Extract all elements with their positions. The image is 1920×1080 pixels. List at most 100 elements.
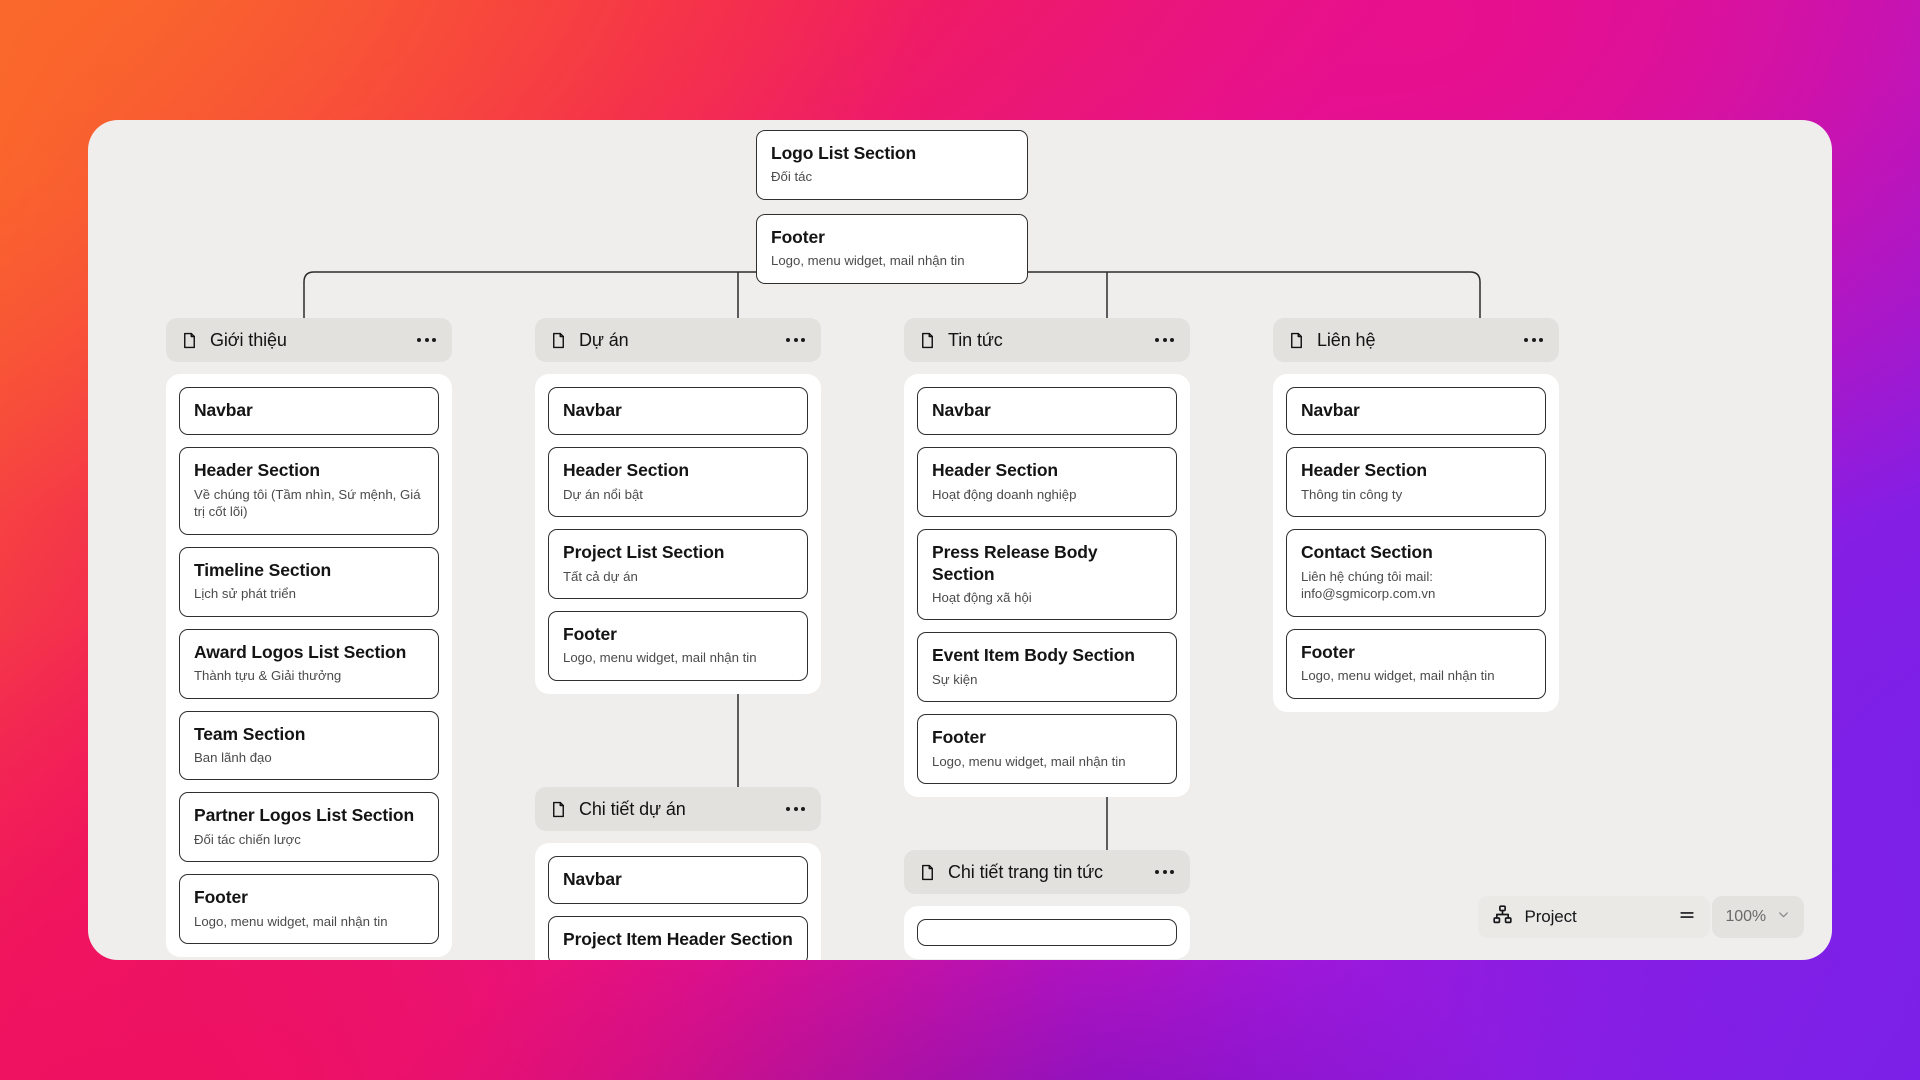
section-card-title: Timeline Section: [194, 559, 332, 580]
more-options-icon[interactable]: [785, 803, 806, 815]
page-icon: [180, 331, 199, 350]
page-group-header-3[interactable]: Tin tức: [904, 318, 1190, 362]
section-card-subtitle: Logo, menu widget, mail nhận tin: [771, 253, 965, 269]
section-card[interactable]: Navbar: [917, 387, 1177, 436]
section-card-title: Footer: [563, 624, 617, 645]
more-options-icon[interactable]: [785, 334, 806, 346]
section-card[interactable]: Navbar: [548, 387, 808, 436]
more-options-icon[interactable]: [416, 334, 437, 346]
section-card[interactable]: Navbar: [179, 387, 439, 436]
section-card-title: Project Item Header Section: [563, 929, 793, 950]
more-options-icon[interactable]: [1154, 866, 1175, 878]
more-options-icon[interactable]: [1154, 334, 1175, 346]
section-card-subtitle: Đối tác chiến lược: [194, 831, 301, 847]
page-group-header-child-3[interactable]: Chi tiết trang tin tức: [904, 850, 1190, 894]
section-card-subtitle: Logo, menu widget, mail nhận tin: [563, 650, 757, 666]
page-group-header-child-2[interactable]: Chi tiết dự án: [535, 787, 821, 831]
section-card[interactable]: Navbar: [548, 856, 808, 905]
page-group-title: Chi tiết trang tin tức: [948, 861, 1103, 882]
zoom-level-dropdown[interactable]: 100%: [1712, 896, 1804, 938]
section-card-subtitle: Logo, menu widget, mail nhận tin: [194, 913, 388, 929]
section-card-subtitle: Về chúng tôi (Tầm nhìn, Sứ mệnh, Giá trị…: [194, 486, 421, 520]
section-card-title: Header Section: [194, 460, 321, 481]
section-card-subtitle: Logo, menu widget, mail nhận tin: [932, 753, 1126, 769]
section-card-subtitle: Liên hệ chúng tôi mail: info@sgmicorp.co…: [1301, 568, 1436, 602]
section-card-subtitle: Hoạt động doanh nghiệp: [932, 486, 1077, 502]
page-group-title: Dự án: [579, 329, 629, 350]
section-card-title: Footer: [194, 887, 248, 908]
section-card-title: Navbar: [194, 400, 253, 420]
page-group-header-2[interactable]: Dự án: [535, 318, 821, 362]
section-card[interactable]: Header Section Về chúng tôi (Tầm nhìn, Sứ…: [179, 447, 439, 535]
section-card-title: Navbar: [563, 869, 622, 889]
page-icon: [1287, 331, 1306, 350]
canvas-toolbar: Project 100%: [1478, 896, 1804, 938]
section-card-title: Footer: [932, 727, 986, 748]
page-icon: [549, 331, 568, 350]
section-card-subtitle: Thông tin công ty: [1301, 486, 1403, 502]
section-card-title: Header Section: [563, 460, 690, 481]
zoom-level-label: 100%: [1725, 908, 1766, 925]
project-selector-button[interactable]: Project: [1478, 896, 1711, 938]
section-card-title: Partner Logos List Section: [194, 805, 415, 826]
section-card-title: Event Item Body Section: [932, 645, 1135, 666]
section-card-title: Header Section: [1301, 460, 1428, 481]
page-group-title: Tin tức: [948, 329, 1003, 350]
page-icon: [918, 331, 937, 350]
section-card[interactable]: Project Item Header Section: [548, 916, 808, 960]
child-page-column-body: [904, 906, 1190, 959]
equals-icon[interactable]: [1677, 905, 1697, 930]
section-card[interactable]: Navbar: [1286, 387, 1546, 436]
section-card-title: Press Release Body Section: [932, 542, 1098, 584]
page-group-header-4[interactable]: Liên hệ: [1273, 318, 1559, 362]
section-card-title: Navbar: [563, 400, 622, 420]
page-group-title: Chi tiết dự án: [579, 798, 686, 819]
page-group-header-1[interactable]: Giới thiệu: [166, 318, 452, 362]
section-card-subtitle: Lịch sử phát triển: [194, 586, 296, 602]
section-card-title: Project List Section: [563, 542, 725, 563]
section-card-subtitle: Hoạt động xã hội: [932, 589, 1032, 605]
section-card-title: Award Logos List Section: [194, 641, 407, 662]
section-card-title: Footer: [1301, 641, 1355, 662]
section-card-title: Team Section: [194, 723, 306, 744]
section-card[interactable]: [917, 919, 1177, 946]
section-card-subtitle: Logo, menu widget, mail nhận tin: [1301, 668, 1495, 684]
page-icon: [549, 800, 568, 819]
project-selector-label: Project: [1524, 907, 1577, 926]
section-card-title: Header Section: [932, 460, 1059, 481]
page-icon: [918, 863, 937, 882]
more-options-icon[interactable]: [1523, 334, 1544, 346]
section-card-subtitle: Thành tựu & Giải thưởng: [194, 668, 342, 684]
section-card-title: Navbar: [1301, 400, 1360, 420]
